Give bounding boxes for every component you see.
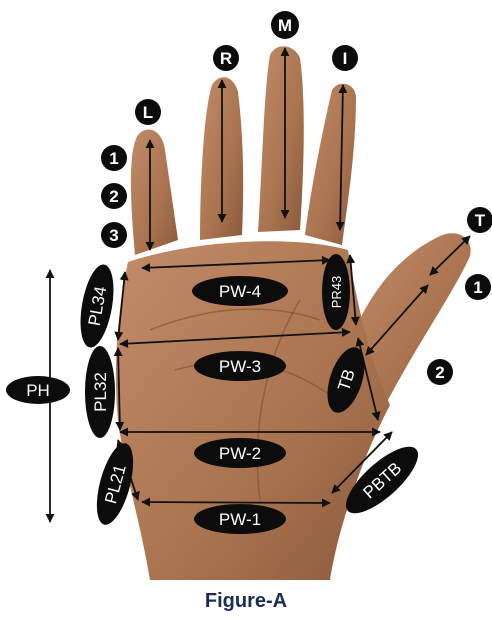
svg-text:T: T: [475, 211, 486, 230]
pw1-label: PW-1: [194, 504, 286, 534]
pr43-label: PR43: [322, 254, 350, 330]
svg-text:PH: PH: [26, 381, 50, 400]
svg-text:2: 2: [435, 363, 444, 382]
svg-text:PR43: PR43: [329, 276, 344, 309]
pl32-label: PL32: [85, 346, 115, 438]
svg-text:PW-3: PW-3: [219, 357, 261, 376]
thumb-phalanx-1: 1: [465, 274, 491, 300]
phalanx-number-3: 3: [101, 222, 127, 248]
svg-text:M: M: [278, 16, 292, 35]
hand-image: [116, 46, 471, 580]
finger-label-thumb: T: [467, 207, 492, 233]
phalanx-number-1: 1: [101, 145, 127, 171]
finger-label-ring: R: [213, 45, 239, 71]
finger-label-index: I: [332, 45, 358, 71]
figure-caption: Figure-A: [0, 590, 492, 613]
svg-text:2: 2: [109, 187, 118, 206]
svg-text:1: 1: [473, 278, 482, 297]
pl34-label: PL34: [75, 262, 119, 350]
thumb-phalanx-2: 2: [427, 359, 453, 385]
svg-text:L: L: [143, 103, 153, 122]
pw1-arrow: [142, 502, 330, 503]
pw4-label: PW-4: [192, 276, 288, 306]
pw3-label: PW-3: [194, 351, 286, 381]
svg-text:PW-2: PW-2: [219, 444, 261, 463]
svg-text:I: I: [343, 49, 348, 68]
svg-text:PW-1: PW-1: [219, 510, 261, 529]
svg-text:3: 3: [109, 226, 118, 245]
phalanx-number-2: 2: [101, 183, 127, 209]
svg-text:1: 1: [109, 149, 118, 168]
svg-text:PL32: PL32: [91, 372, 110, 412]
pw2-label: PW-2: [194, 438, 286, 468]
svg-text:PW-4: PW-4: [219, 282, 261, 301]
svg-text:R: R: [220, 49, 232, 68]
ph-label: PH: [6, 376, 70, 404]
finger-label-little: L: [135, 99, 161, 125]
finger-label-middle: M: [271, 11, 299, 39]
